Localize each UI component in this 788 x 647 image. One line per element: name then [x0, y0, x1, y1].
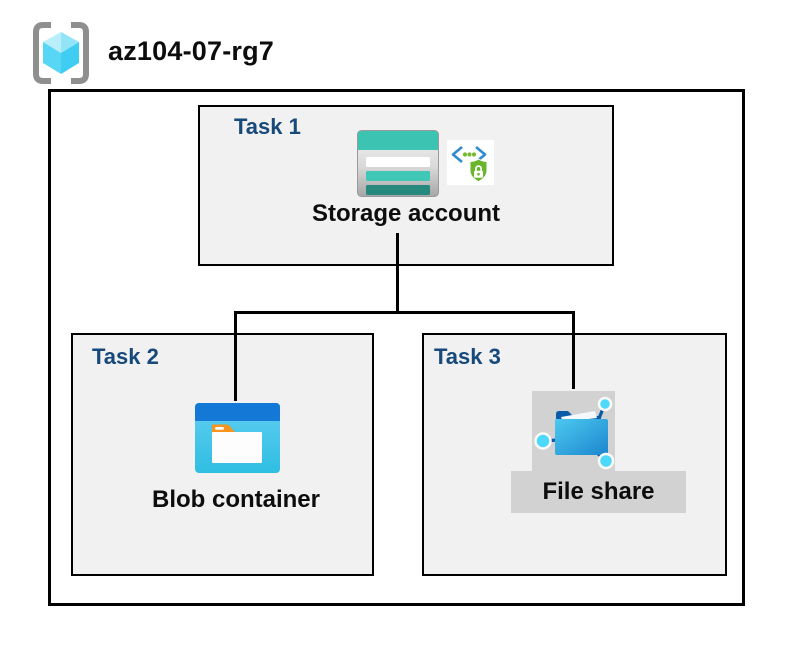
task3-label: Task 3	[434, 344, 501, 369]
connector-to-blob-container	[234, 311, 237, 401]
file-share-icon	[532, 391, 615, 472]
connector-to-file-share	[572, 311, 575, 389]
task2-label: Task 2	[92, 344, 159, 369]
secure-access-icon	[447, 140, 494, 185]
task1-label: Task 1	[234, 114, 301, 139]
resource-group-name: az104-07-rg7	[108, 36, 274, 66]
storage-account-icon	[357, 130, 439, 197]
resource-group-icon	[30, 20, 92, 86]
task3-box: Task 3 File share	[422, 333, 727, 576]
blob-container-icon	[195, 403, 280, 473]
task1-box: Task 1	[198, 105, 614, 266]
task2-box: Task 2 Blob container	[71, 333, 374, 576]
file-share-label-panel: File share	[511, 471, 686, 513]
connector-storage-stem	[396, 233, 399, 313]
blob-container-label: Blob container	[151, 486, 320, 513]
connector-horizontal	[234, 311, 575, 314]
file-share-label: File share	[542, 478, 655, 505]
storage-account-label: Storage account	[311, 200, 501, 227]
